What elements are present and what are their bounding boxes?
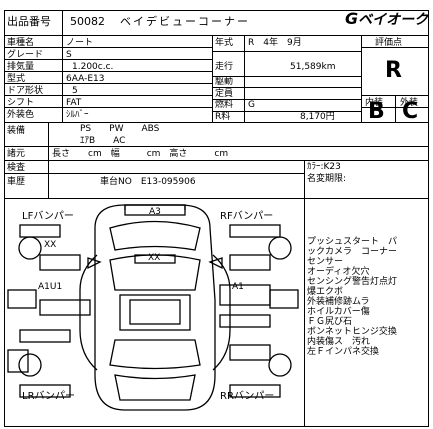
- lr-bumper-label: LRバンパー: [22, 391, 76, 402]
- note-item: 左Ｆインパネ交換: [307, 347, 380, 357]
- tax: 8,170円: [300, 112, 335, 122]
- fuel: G: [248, 100, 255, 110]
- note-item: ＦＧ尻び石: [307, 317, 353, 327]
- shift: FAT: [66, 98, 82, 108]
- inspection-label: 検査: [7, 163, 26, 173]
- doors-label: ドア形状: [7, 86, 44, 96]
- note-item: オーディオ欠穴: [307, 267, 370, 277]
- color-label: 外装色: [7, 110, 35, 120]
- mileage: 51,589km: [290, 62, 336, 72]
- displacement-label: 排気量: [7, 62, 35, 72]
- capacity-label: 定員: [215, 89, 234, 99]
- damage-mark-xx-center: XX: [148, 253, 161, 263]
- mileage-label: 走行: [215, 62, 234, 72]
- divider: [4, 35, 429, 36]
- year: R 4年 9月: [248, 38, 302, 48]
- damage-mark-xx-left: XX: [44, 240, 57, 250]
- drive-label: 駆動: [215, 77, 234, 87]
- year-label: 年式: [215, 38, 234, 48]
- rr-bumper-label: RRバンパー: [220, 391, 275, 402]
- owner-change: 名変期限:: [307, 174, 347, 184]
- equipment-line2: ｴｱB AC: [80, 136, 126, 146]
- car-name-label: 車種名: [7, 38, 35, 48]
- lot-number: 50082: [70, 15, 105, 28]
- car-name: ノート: [66, 38, 94, 48]
- auction-name: ベイデビューコーナー: [120, 15, 250, 28]
- sheet-frame: [4, 10, 429, 427]
- dims-label: 諸元: [7, 149, 26, 159]
- color: ｼﾙﾊﾞｰ: [66, 110, 89, 120]
- dims: 長さ cm 幅 cm 高さ cm: [52, 149, 229, 159]
- note-item: 内装傷ス 汚れ: [307, 337, 371, 347]
- lf-bumper-label: LFバンパー: [22, 211, 74, 222]
- grade: S: [66, 50, 72, 60]
- chassis-number: 車台NO E13-095906: [100, 177, 196, 187]
- lot-label: 出品番号: [7, 15, 51, 28]
- note-item: 外装補修跡ムラ: [307, 297, 370, 307]
- note-item: 爆エクボ: [307, 287, 344, 297]
- logo-mark-icon: G: [345, 9, 359, 28]
- model-label: 型式: [7, 74, 26, 84]
- damage-mark-a1u1: A1U1: [38, 282, 63, 292]
- notes-list: プッシュスタート パ ックカメラ コーナー センサー オーディオ欠穴 センシング…: [307, 238, 431, 358]
- interior-score: B: [368, 99, 385, 124]
- logo-text: ベイオーク: [358, 12, 429, 28]
- note-item: プッシュスタート パ: [307, 237, 398, 247]
- rating-label: 評価点: [375, 38, 403, 48]
- note-item: センシング警告灯点灯: [307, 277, 398, 287]
- color-code: ｶﾗｰ:K23: [307, 162, 341, 172]
- model: 6AA-E13: [66, 74, 105, 84]
- logo: Gベイオーク: [345, 9, 429, 28]
- exterior-score: C: [402, 99, 419, 124]
- damage-mark-a1: A1: [232, 282, 244, 292]
- equipment-label: 装備: [7, 126, 26, 136]
- fuel-label: 燃料: [215, 100, 234, 110]
- equipment-line1: PS PW ABS: [80, 124, 160, 134]
- rf-bumper-label: RFバンパー: [220, 211, 274, 222]
- note-item: ックカメラ コーナー: [307, 247, 398, 257]
- grade-label: グレード: [7, 50, 44, 60]
- exterior-label: 外装: [400, 98, 419, 108]
- tax-label: R料: [215, 112, 231, 122]
- interior-label: 内装: [365, 98, 384, 108]
- car-body-outline: [94, 204, 216, 411]
- note-item: センサー: [307, 257, 344, 267]
- rating: R: [385, 58, 402, 83]
- note-item: ホイルカバー傷: [307, 307, 370, 317]
- divider: [62, 10, 63, 35]
- doors: 5: [72, 86, 78, 96]
- damage-mark-a3: A3: [149, 207, 161, 217]
- history-label: 車歴: [7, 177, 26, 187]
- note-item: ボンネットヒンジ交換: [307, 327, 397, 337]
- displacement: 1.200c.c.: [72, 62, 114, 72]
- shift-label: シフト: [7, 98, 35, 108]
